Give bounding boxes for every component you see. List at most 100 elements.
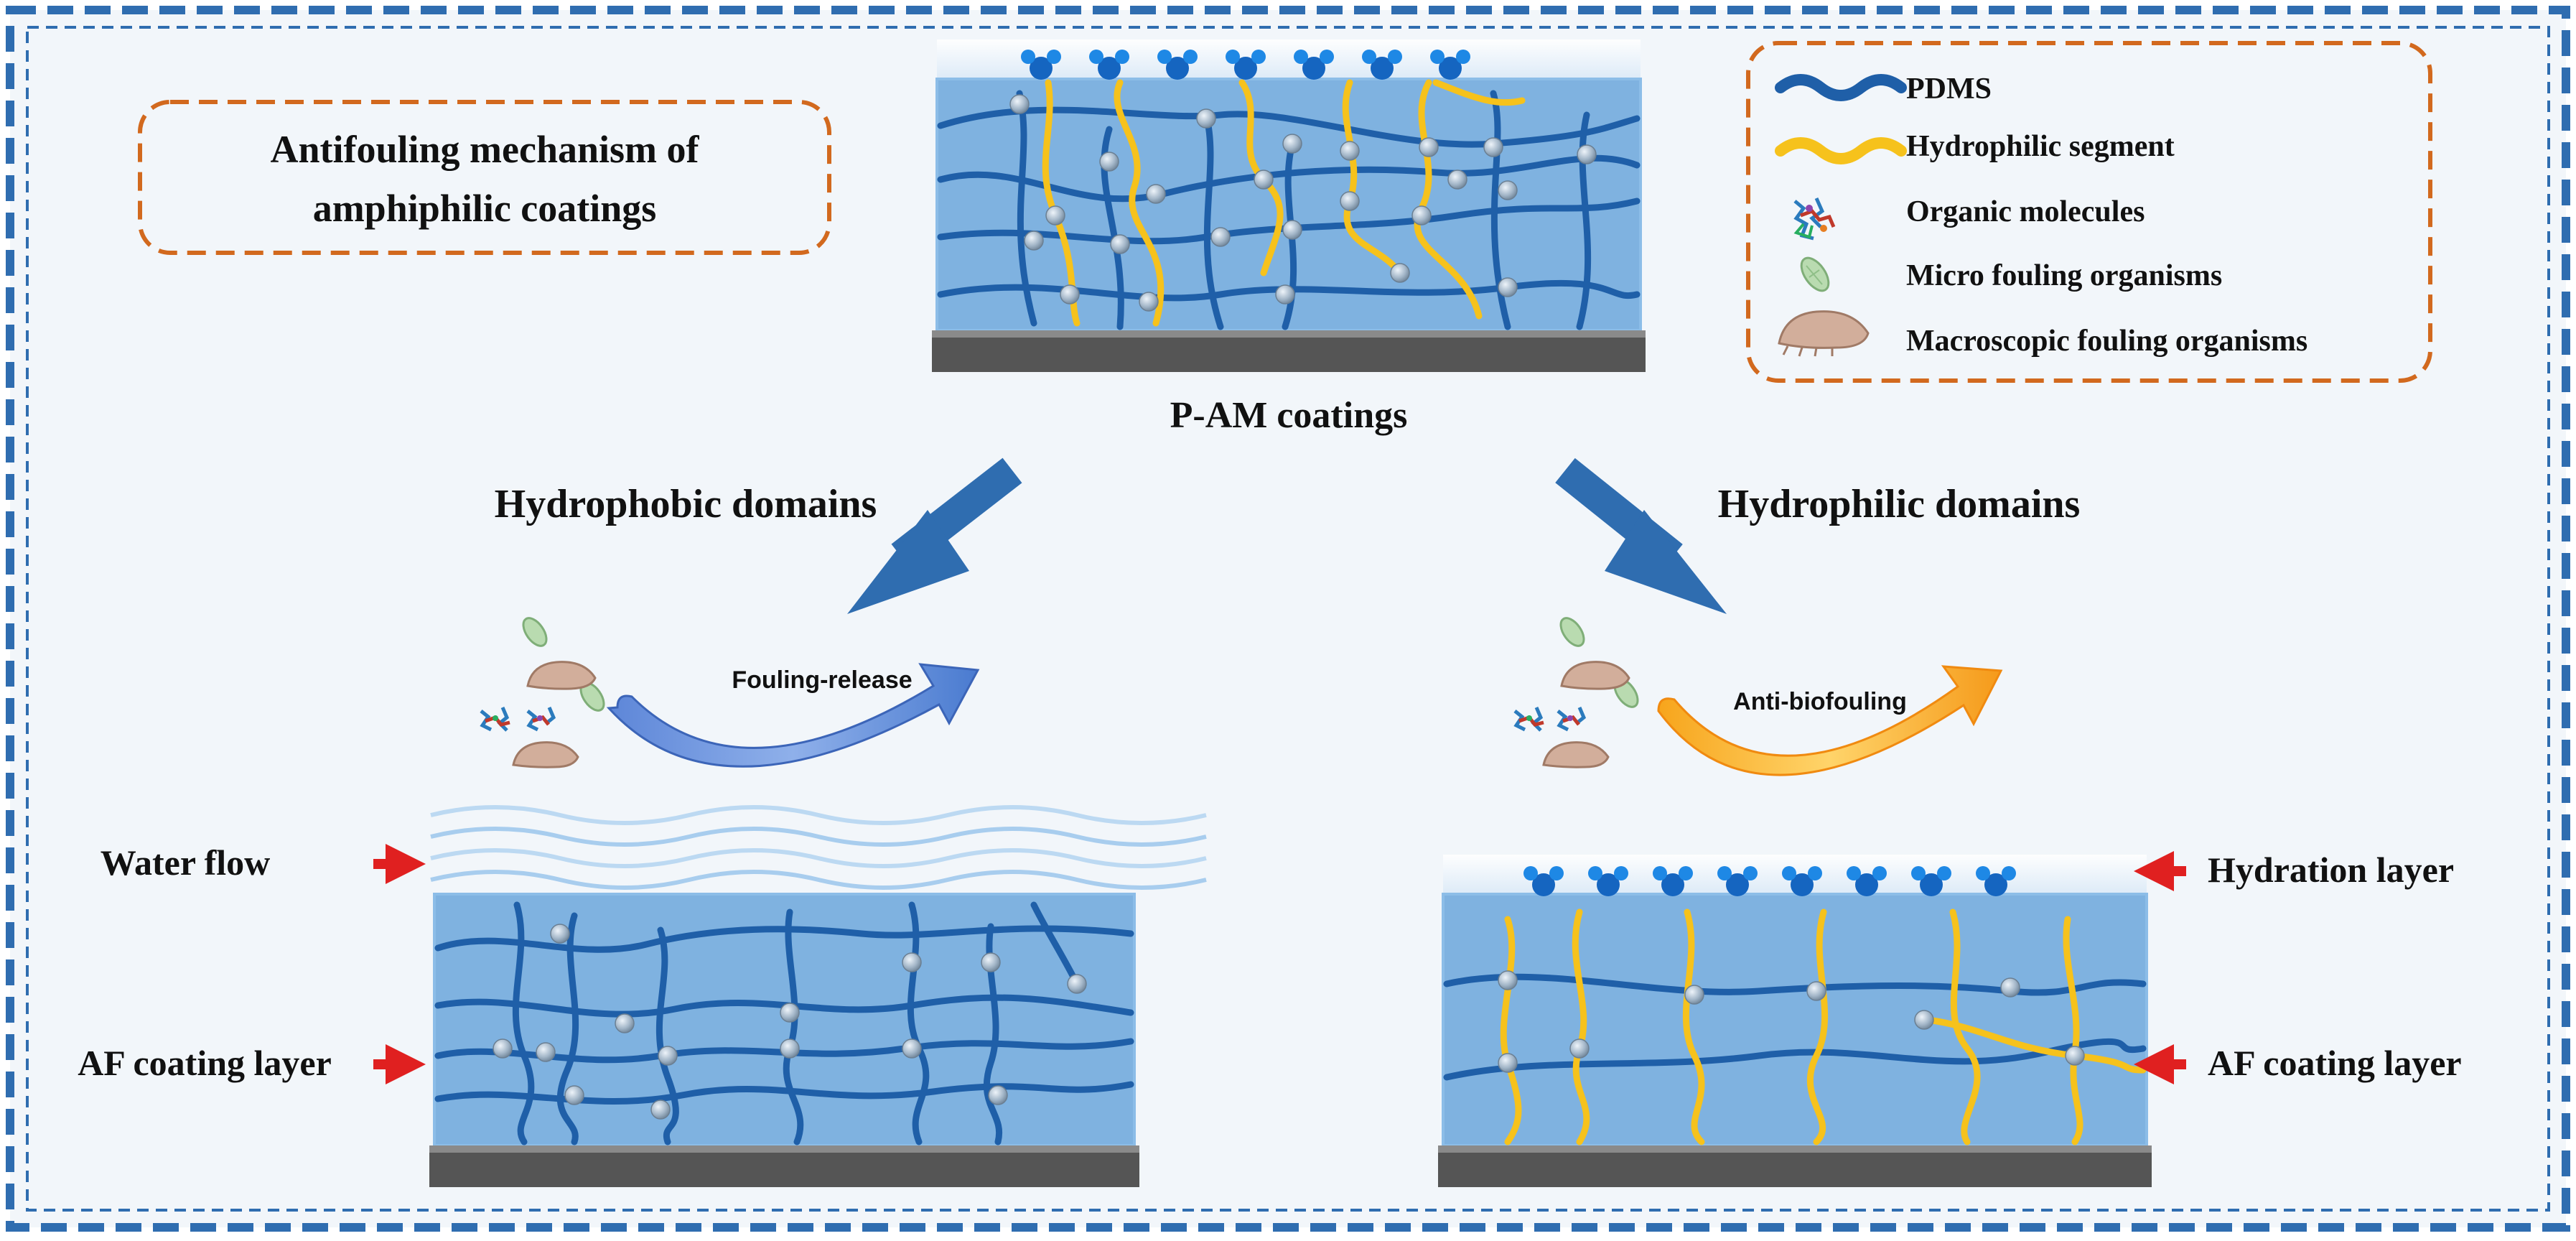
- water-molecule-icon: [1523, 866, 1564, 896]
- crosslink-node: [1498, 970, 1518, 990]
- pdms-chain: [1016, 90, 1037, 327]
- left-fouling-cluster: [480, 617, 605, 768]
- anti-biofouling-label: Anti-biofouling: [1733, 688, 1907, 715]
- hydrophilic-coating-panel: [1438, 855, 2152, 1187]
- water-molecule-icon: [1294, 50, 1334, 80]
- water-flow-wave: [430, 870, 1207, 890]
- crosslink-node: [2000, 977, 2020, 998]
- hydrophilic-segment: [1432, 79, 1526, 106]
- water-molecule-icon: [1782, 866, 1822, 896]
- pdms-chain: [937, 197, 1641, 245]
- crosslink-node: [1275, 284, 1295, 305]
- crosslink-node: [615, 1013, 635, 1033]
- crosslink-node: [1060, 284, 1080, 305]
- inner-frame: [26, 26, 2550, 1212]
- pdms-chain: [1443, 973, 2147, 996]
- crosslink-node: [1110, 234, 1130, 254]
- crosslink-node: [1196, 108, 1216, 129]
- crosslink-node: [536, 1042, 556, 1062]
- hydrophobic-pdms-network: [434, 901, 1134, 1145]
- water-molecule-icon: [1430, 50, 1470, 80]
- water-molecule-icon: [1362, 50, 1402, 80]
- pdms-chain: [1203, 111, 1224, 330]
- title-line-2: amphiphilic coatings: [313, 187, 657, 230]
- crosslink-node: [564, 1085, 584, 1105]
- title-line-1: Antifouling mechanism of: [270, 128, 699, 171]
- crosslink-node: [1577, 144, 1597, 164]
- water-flow-wave: [430, 848, 1207, 868]
- hydrophilic-polymer-network: [1443, 908, 2147, 1145]
- pam-water-molecules: [1021, 50, 1470, 80]
- crosslink-node: [1340, 191, 1360, 211]
- crosslink-node: [1099, 152, 1119, 172]
- crosslink-node: [1806, 981, 1826, 1001]
- hydrophilic-segment: [1682, 908, 1705, 1145]
- macroscopic-fouling-organism-icon: [1778, 310, 1870, 357]
- crosslink-node: [1024, 231, 1044, 251]
- crosslink-node: [988, 1085, 1008, 1105]
- crosslink-node: [2065, 1046, 2085, 1066]
- crosslink-node: [1009, 94, 1030, 114]
- crosslink-node: [780, 1038, 800, 1059]
- micro-fouling-organism-icon: [1800, 256, 1830, 292]
- crosslink-node: [658, 1046, 678, 1066]
- crosslink-node: [1340, 141, 1360, 161]
- water-flow-wave: [430, 827, 1207, 847]
- crosslink-node: [1684, 985, 1704, 1005]
- water-flow-wave: [430, 805, 1207, 825]
- pdms-chain-icon: [1775, 74, 1907, 101]
- water-flow-waves: [430, 805, 1207, 890]
- pdms-chain: [1443, 1038, 2147, 1081]
- pdms-chain: [655, 926, 679, 1145]
- title-callout: [138, 100, 831, 255]
- crosslink-node: [1498, 1053, 1518, 1073]
- crosslink-node: [1498, 277, 1518, 297]
- pam-polymer-network: [937, 79, 1641, 330]
- crosslink-node: [650, 1100, 671, 1120]
- right-af-layer-label: AF coating layer: [2208, 1043, 2462, 1083]
- crosslink-node: [1447, 169, 1467, 190]
- crosslink-node: [1419, 137, 1439, 157]
- crosslink-node: [1483, 137, 1503, 157]
- hydrophilic-coating-body: [1442, 893, 2148, 1147]
- water-molecule-icon: [1089, 50, 1129, 80]
- crosslink-node: [1067, 974, 1087, 994]
- water-molecule-icon: [1847, 866, 1887, 896]
- pdms-chain: [1030, 901, 1081, 987]
- crosslink-node: [902, 952, 922, 972]
- pdms-chain: [937, 106, 1641, 148]
- crosslink-node: [1914, 1010, 1934, 1030]
- water-molecule-icon: [1976, 866, 2016, 896]
- water-molecule-icon: [1226, 50, 1266, 80]
- crosslink-node: [1411, 205, 1432, 226]
- pdms-chain: [434, 1081, 1134, 1105]
- crosslink-node: [1569, 1038, 1590, 1059]
- anti-biofouling-arc: [1657, 665, 2003, 776]
- pdms-chain: [1101, 126, 1124, 330]
- legend-label-organic: Organic molecules: [1906, 195, 2145, 228]
- crosslink-node: [902, 1038, 922, 1059]
- heading-hydrophilic: Hydrophilic domains: [1718, 482, 2081, 526]
- legend-label-macro: Macroscopic fouling organisms: [1906, 325, 2307, 358]
- crosslink-node: [1210, 227, 1231, 247]
- hydrophobic-coating-panel: [429, 893, 1139, 1187]
- pdms-chain: [434, 925, 1134, 953]
- crosslink-node: [1282, 220, 1302, 240]
- heading-hydrophobic: Hydrophobic domains: [495, 482, 877, 526]
- crosslink-node: [493, 1038, 513, 1059]
- crosslink-node: [1045, 205, 1065, 226]
- water-molecule-icon: [1911, 866, 1951, 896]
- crosslink-node: [981, 952, 1001, 972]
- fouling-release-label: Fouling-release: [732, 666, 912, 694]
- organic-molecules-icon: [1793, 197, 1836, 241]
- hydrophilic-segment-icon: [1775, 137, 1907, 164]
- crosslink-node: [1254, 169, 1274, 190]
- right-fouling-cluster: [1513, 617, 1639, 768]
- legend: PDMS Hydrophilic segment Organic molecul…: [1746, 41, 2432, 383]
- water-flow-label: Water flow: [101, 842, 271, 883]
- crosslink-node: [780, 1003, 800, 1023]
- legend-frame: [1746, 41, 2432, 383]
- pdms-chain: [1576, 111, 1592, 330]
